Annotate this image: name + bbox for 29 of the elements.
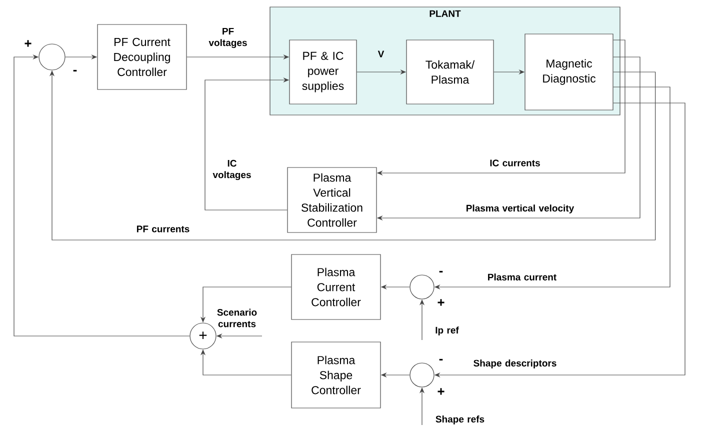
edge-label: V [378,50,384,58]
edge-label: PF currents [137,226,190,232]
summing-junction [38,44,66,70]
block-box: PF Current Decoupling Controller [97,24,187,90]
sign-label: - [439,358,443,360]
edge-label: Plasma current [488,274,556,280]
arrow [14,54,190,336]
sign-label: + [24,40,32,47]
sign-label: - [73,70,77,72]
edge-label: Ip ref [436,326,459,336]
block-box: PF & IC power supplies [289,40,357,104]
summing-junction [410,362,434,388]
block-box: Plasma Shape Controller [291,342,381,408]
block-box: Plasma Vertical Stabilization Controller [287,167,377,233]
sign-label: - [439,270,443,272]
edge-label: Shape descriptors [474,360,556,368]
edge-label: IC voltages [212,160,251,180]
edge-label: Shape refs [436,416,484,424]
edge-label: IC currents [490,160,540,166]
summing-junction: + [190,322,216,350]
edge-label: Plasma vertical velocity [466,204,574,214]
block-box: Magnetic Diagnostic [524,34,614,110]
summing-junction [410,274,434,300]
edge-label: Scenario currents [217,308,257,328]
edge-label: PF voltages [208,28,247,48]
block-box: Plasma Current Controller [291,254,381,320]
sign-label: + [438,299,444,306]
sign-label: + [438,388,444,395]
block-box: Tokamak/ Plasma [406,40,494,104]
